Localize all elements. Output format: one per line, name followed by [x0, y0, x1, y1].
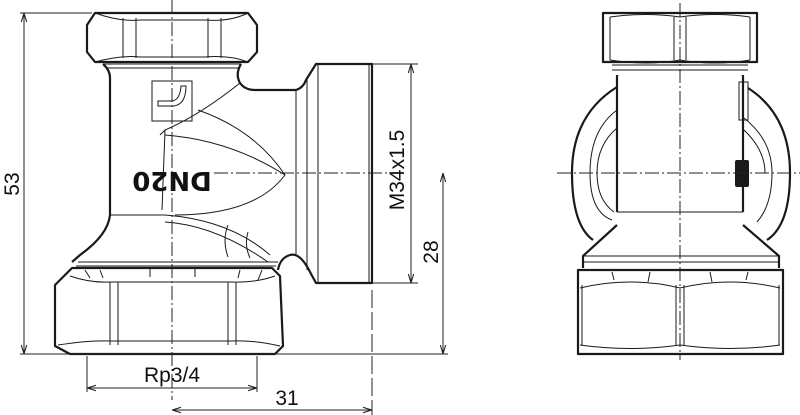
left-ring [570, 86, 618, 241]
dim-outlet-offset: 31 [275, 387, 298, 410]
dim-overall-height: 53 [1, 172, 24, 195]
dim-inlet-thread: Rp3/4 [144, 364, 200, 387]
dim-outlet-center-height: 28 [420, 240, 443, 263]
side-view: DN20 [53, 0, 395, 400]
dimensions: 53 M34x1.5 28 Rp3/4 31 [1, 12, 448, 415]
clip-detail [738, 81, 749, 121]
bottom-hex-nut [53, 266, 285, 356]
logo-glyph [157, 85, 187, 107]
dim-outlet-thread: M34x1.5 [386, 130, 409, 211]
front-view [557, 3, 800, 360]
right-ring [747, 87, 792, 241]
